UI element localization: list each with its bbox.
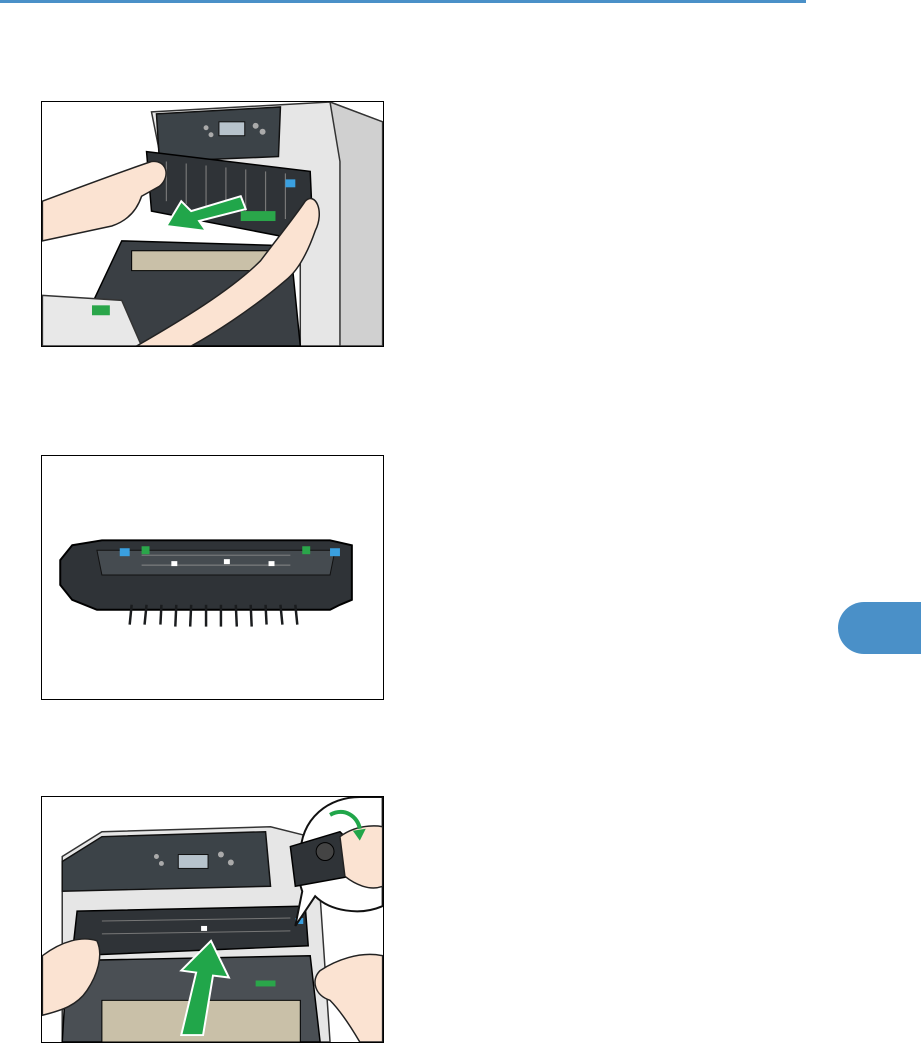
figure-fusing-unit: [41, 455, 384, 700]
fusing-unit-illustration: [42, 456, 383, 699]
header-rule: [0, 0, 806, 3]
figure-pull-out-fusing-unit: [41, 101, 384, 347]
printer-pull-out-fusing-unit-illustration: [42, 102, 383, 346]
figure-insert-fusing-unit: [41, 796, 384, 1043]
printer-insert-fusing-unit-illustration: [42, 797, 383, 1042]
chapter-tab: [838, 602, 921, 654]
